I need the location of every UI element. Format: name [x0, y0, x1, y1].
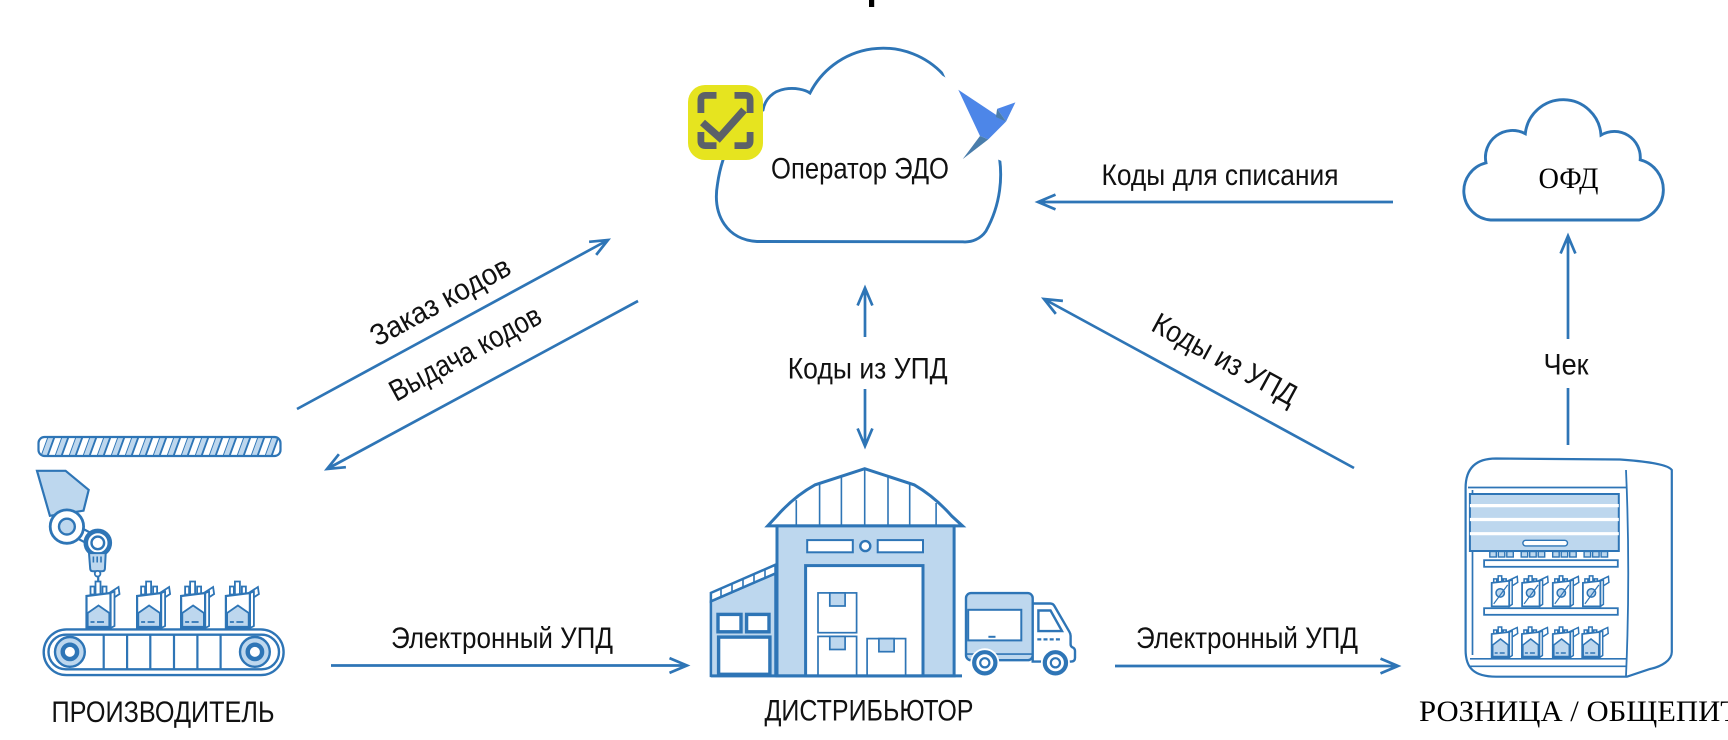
svg-text:Электронный УПД: Электронный УПД — [1136, 622, 1358, 655]
svg-text:Чек: Чек — [1544, 349, 1590, 382]
svg-text:Коды для списания: Коды для списания — [1102, 159, 1339, 192]
svg-text:Оператор ЭДО: Оператор ЭДО — [771, 153, 949, 186]
svg-text:ДИСТРИБЬЮТОР: ДИСТРИБЬЮТОР — [765, 695, 974, 728]
svg-text:ОФД: ОФД — [1539, 162, 1599, 195]
svg-text:ПРОИЗВОДИТЕЛЬ: ПРОИЗВОДИТЕЛЬ — [52, 696, 275, 729]
svg-text:Коды из УПД: Коды из УПД — [788, 353, 948, 386]
svg-text:Электронный УПД: Электронный УПД — [391, 622, 613, 655]
svg-text:РОЗНИЦА / ОБЩЕПИТ: РОЗНИЦА / ОБЩЕПИТ — [1419, 695, 1728, 728]
